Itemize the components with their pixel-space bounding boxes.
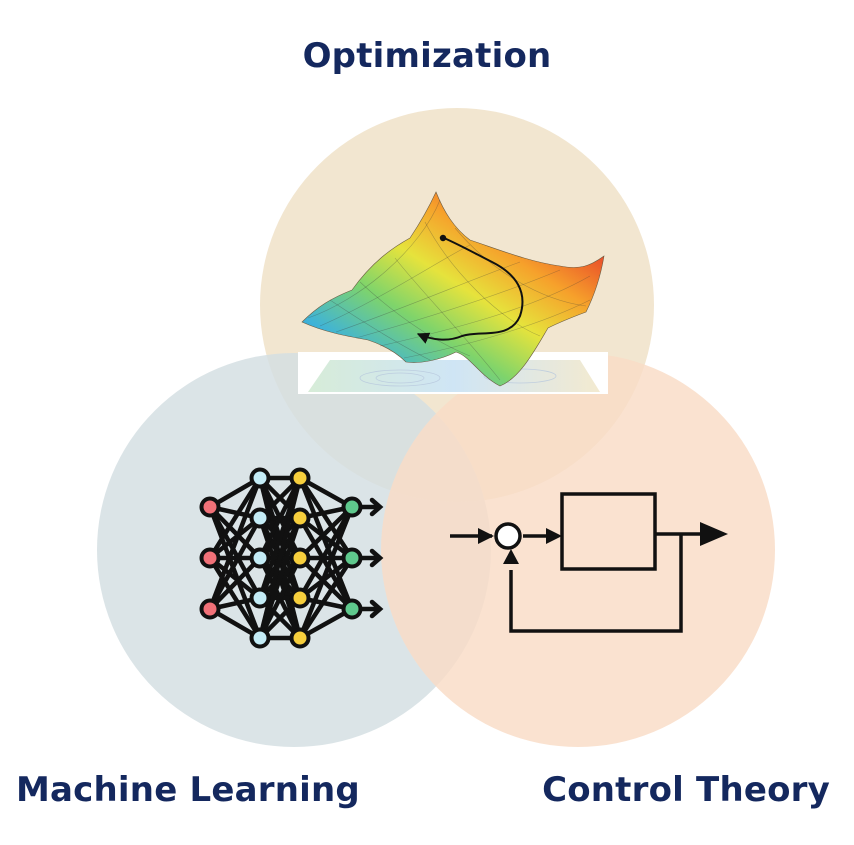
nn-edge	[207, 555, 263, 612]
machine-learning-label: Machine Learning	[16, 770, 360, 810]
circle-control-theory	[381, 353, 775, 747]
summing-junction	[494, 522, 522, 550]
nn-edge	[207, 504, 263, 561]
nn-output-arrowhead	[369, 497, 384, 517]
plant-block	[560, 492, 657, 571]
nn-edge	[297, 504, 355, 561]
nn-node-layer-2	[249, 467, 271, 489]
nn-edge	[297, 504, 355, 601]
nn-edge	[207, 504, 263, 601]
control-theory-label: Control Theory	[542, 770, 830, 810]
nn-edge	[207, 504, 263, 641]
nn-output-arrowhead	[369, 599, 384, 619]
nn-node-layer-4	[341, 496, 363, 518]
nn-node-layer-3	[289, 467, 311, 489]
nn-edge	[297, 475, 355, 561]
nn-output-arrowhead	[369, 548, 384, 568]
nn-edge	[257, 555, 303, 641]
nn-node-layer-2	[249, 627, 271, 649]
optimization-label: Optimization	[302, 36, 552, 76]
nn-node-layer-3	[289, 507, 311, 529]
nn-edge	[297, 515, 355, 612]
nn-node-layer-1	[199, 547, 221, 569]
nn-node-layer-4	[341, 598, 363, 620]
nn-node-layer-3	[289, 627, 311, 649]
nn-edge	[257, 515, 303, 641]
nn-edge	[297, 515, 355, 561]
nn-edge	[207, 475, 263, 561]
nn-node-layer-2	[249, 507, 271, 529]
nn-edge	[297, 555, 355, 612]
nn-node-layer-2	[249, 547, 271, 569]
loss-landscape-icon	[298, 191, 608, 394]
nn-node-layer-3	[289, 547, 311, 569]
nn-edge	[207, 555, 263, 601]
neural-network-icon	[199, 467, 384, 649]
nn-edge	[207, 475, 263, 612]
nn-edge	[207, 515, 263, 612]
nn-node-layer-3	[289, 587, 311, 609]
nn-edge	[297, 504, 355, 641]
nn-edge	[297, 555, 355, 641]
nn-edge	[207, 555, 263, 641]
feedback-loop-icon	[450, 492, 728, 633]
nn-node-layer-1	[199, 496, 221, 518]
nn-node-layer-2	[249, 587, 271, 609]
nn-node-layer-1	[199, 598, 221, 620]
nn-edge	[297, 475, 355, 612]
nn-node-layer-4	[341, 547, 363, 569]
